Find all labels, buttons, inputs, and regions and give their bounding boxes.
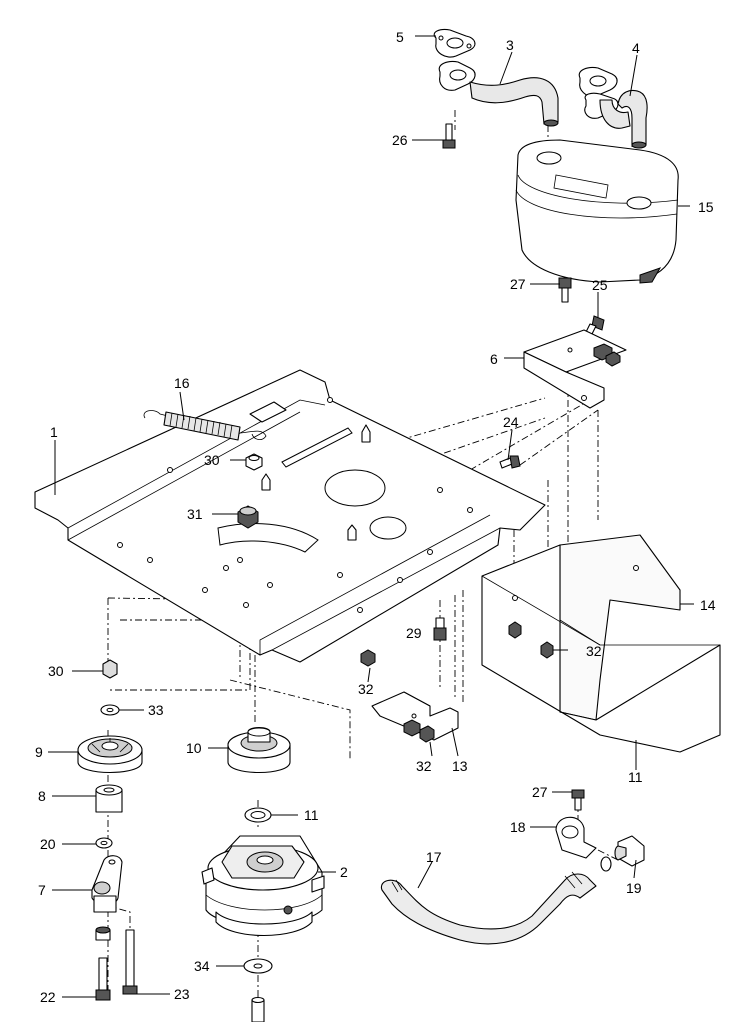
- callout-11-spacer: 11: [304, 807, 319, 823]
- callout-33: 33: [148, 702, 164, 718]
- washer-34: [243, 958, 273, 974]
- exhaust-gasket: [433, 28, 476, 58]
- callout-20: 20: [40, 836, 56, 852]
- callout-24: 24: [503, 414, 519, 430]
- callout-7: 7: [38, 882, 46, 898]
- callout-3: 3: [506, 37, 514, 53]
- washer-33: [100, 704, 120, 716]
- callout-13: 13: [452, 758, 468, 774]
- bolt-29: [433, 617, 447, 641]
- callout-32-left: 32: [358, 681, 374, 697]
- callout-10: 10: [186, 740, 202, 756]
- electric-clutch: [201, 835, 325, 936]
- callout-23: 23: [174, 986, 190, 1002]
- idler-arm: [91, 855, 123, 913]
- angle-bracket: [371, 691, 459, 743]
- bolt-23: [122, 929, 138, 995]
- deck-nut-31: [237, 505, 259, 529]
- callout-27-upper: 27: [510, 276, 526, 292]
- bolt-27-lower: [571, 789, 585, 811]
- callout-27-lower: 27: [532, 784, 548, 800]
- shield: [481, 534, 721, 753]
- o-ring: [600, 856, 612, 872]
- callout-17: 17: [426, 849, 442, 865]
- callout-5: 5: [396, 29, 404, 45]
- pto-pulley: [227, 726, 291, 774]
- callout-19: 19: [626, 880, 642, 896]
- callout-34: 34: [194, 958, 210, 974]
- callout-30-deck: 30: [204, 452, 220, 468]
- shield-nut-a: [508, 621, 522, 639]
- callout-14: 14: [700, 597, 716, 613]
- tailpipe: [380, 871, 597, 945]
- callout-1: 1: [50, 424, 58, 440]
- washer-20: [95, 837, 113, 849]
- crankshaft-stub: [251, 996, 265, 1022]
- muffler-bracket: [523, 329, 627, 409]
- callout-26: 26: [392, 132, 408, 148]
- callout-32-bracket: 32: [416, 758, 432, 774]
- callout-11-shield: 11: [628, 769, 643, 785]
- callout-22: 22: [40, 989, 56, 1005]
- callout-2: 2: [340, 864, 348, 880]
- callout-16: 16: [174, 375, 190, 391]
- exhaust-pipe-left: [438, 60, 559, 127]
- callout-labels: 5 3 4 26 15 27 25 6 24 16 1 30 31 29 32 …: [35, 29, 716, 1005]
- spacer-8: [95, 784, 123, 813]
- bolt-27-upper: [558, 277, 572, 303]
- bolt-22: [95, 957, 111, 1001]
- shield-nut-b: [540, 641, 554, 659]
- callout-30-left: 30: [48, 663, 64, 679]
- hose-clamp: [555, 816, 597, 859]
- spring: [143, 410, 267, 441]
- callout-31: 31: [187, 506, 203, 522]
- callout-25: 25: [592, 277, 608, 293]
- nut-32-left: [360, 649, 376, 667]
- spacer-11: [244, 807, 272, 823]
- callout-32-right: 32: [586, 643, 602, 659]
- callout-8: 8: [38, 788, 46, 804]
- bolt-25: [585, 315, 605, 335]
- callout-15: 15: [698, 199, 714, 215]
- deck-plate: [34, 369, 546, 663]
- callout-29: 29: [406, 625, 422, 641]
- callout-18: 18: [510, 819, 526, 835]
- callout-6: 6: [490, 351, 498, 367]
- exhaust-bolt-26: [442, 123, 456, 149]
- callout-4: 4: [632, 40, 640, 56]
- bushing: [95, 926, 111, 941]
- deck-nut-30: [245, 453, 263, 471]
- pipe-fitting: [614, 835, 645, 867]
- muffler: [515, 139, 679, 284]
- exhaust-pipe-right: [578, 66, 648, 149]
- bolt-24: [499, 455, 521, 469]
- leader-lines: [48, 35, 694, 998]
- callout-9: 9: [35, 744, 43, 760]
- idler-pulley: [77, 735, 143, 774]
- nut-30-left: [102, 659, 118, 679]
